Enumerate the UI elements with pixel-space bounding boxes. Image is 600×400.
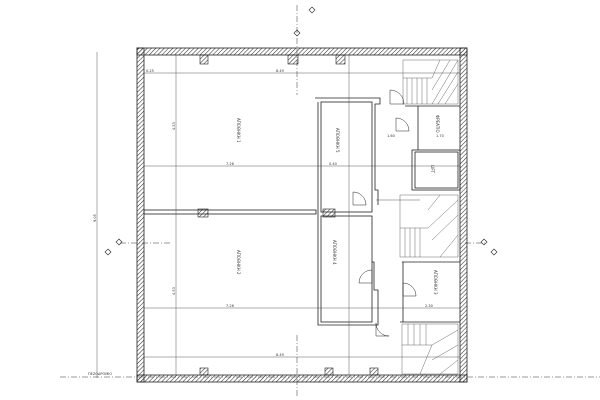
room-label-storage-5: ΑΠΟΘΗΚΗ 5 xyxy=(335,128,340,153)
room-label-storage-2: ΑΠΟΘΗΚΗ 2 xyxy=(236,250,241,275)
room-label-shaft: ΦΡΕΑΤΙΟ xyxy=(435,115,440,133)
dim-corridor-a: 1.60 xyxy=(387,134,395,138)
ground-label: ΠΕΖΟΔΡΟΜΙΟ xyxy=(88,372,112,376)
room-label-lift: LIFT xyxy=(430,165,435,174)
dim-lower-width: 7.26 xyxy=(226,304,234,308)
columns xyxy=(197,54,379,376)
doors xyxy=(352,89,417,337)
dimension-lines xyxy=(96,52,460,378)
interior-walls xyxy=(143,97,461,326)
room-label-storage-3: ΑΠΟΘΗΚΗ 3 xyxy=(433,270,438,295)
stairs xyxy=(399,59,459,375)
dim-top-width: 8.49 xyxy=(276,69,284,73)
outer-walls xyxy=(136,47,468,383)
dim-wall: 0.25 xyxy=(146,69,154,73)
dim-mid-width: 7.26 xyxy=(226,162,234,166)
section-markers xyxy=(104,6,498,256)
room-label-storage-1: ΑΠΟΘΗΚΗ 1 xyxy=(236,118,241,143)
dim-bottom-width: 8.49 xyxy=(276,353,284,357)
room-label-storage-4: ΑΠΟΘΗΚΗ 4 xyxy=(332,240,337,265)
dim-overall-height: 9.05 xyxy=(93,214,97,222)
dim-corridor-b: 1.70 xyxy=(436,134,444,138)
dim-room-width: 0.40 xyxy=(329,162,337,166)
dim-storage3-width: 2.30 xyxy=(425,304,433,308)
dim-left-height-bottom: 4.53 xyxy=(172,287,176,295)
dim-left-height-top: 4.53 xyxy=(172,122,176,130)
